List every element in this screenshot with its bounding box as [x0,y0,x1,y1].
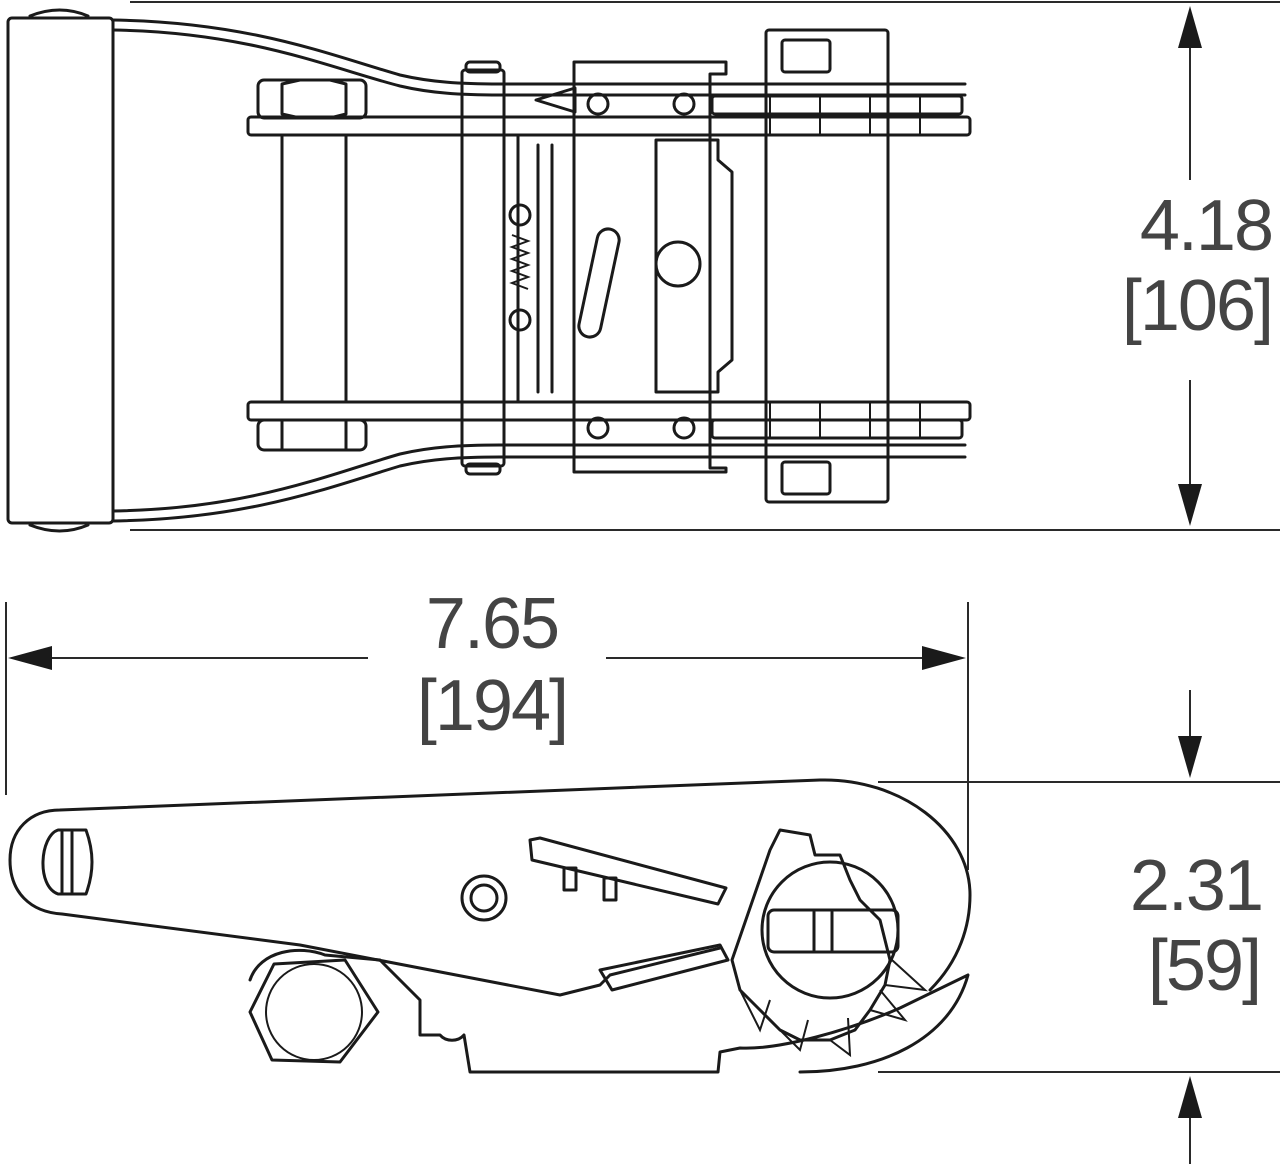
center-plate [572,60,734,474]
side-height-mm-label: [59] [1148,926,1260,1006]
spring-mechanism [508,86,577,404]
height-dimension-top: 4.18 [106] [130,1,1280,531]
spool [710,28,964,504]
ratchet-gear [730,828,929,1058]
axle-nut-top [256,78,368,120]
height-dimension-side: 2.31 [59] [878,690,1280,1164]
arrow-up-icon [1178,6,1202,48]
length-dimension: 7.65 [194] [5,584,969,870]
handle-body [8,778,972,997]
handle-end-bar [6,8,115,533]
height-inches-label: 4.18 [1140,186,1272,266]
arrow-left-icon [8,646,52,670]
top-view [6,8,972,533]
lock-plate [598,943,730,992]
arrow-up-icon [1178,1076,1202,1118]
center-strap [460,60,506,476]
base-plate [248,948,970,1074]
arrow-down-icon [1178,484,1202,526]
pivot-pin [460,874,508,922]
release-pawl [528,836,728,906]
side-height-inches-label: 2.31 [1130,846,1262,926]
handle-slot [41,828,94,896]
spool-side [760,860,900,1000]
arrow-down-icon [1178,736,1202,778]
frame-rails [246,115,972,422]
height-mm-label: [106] [1122,266,1272,346]
arrow-right-icon [922,646,966,670]
length-inches-label: 7.65 [426,584,558,664]
axle-nut-bottom [256,418,368,452]
axle-shaft [280,133,348,404]
side-view [8,778,972,1074]
hex-nut [248,958,380,1064]
length-mm-label: [194] [417,666,567,746]
